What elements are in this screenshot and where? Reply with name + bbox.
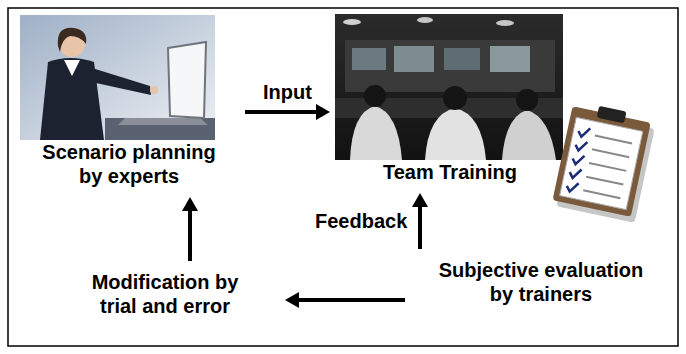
flow-arrow — [182, 197, 198, 261]
process-node: Subjective evaluation by trainers — [410, 254, 672, 310]
edge-label: Feedback — [312, 209, 410, 233]
clipboard-icon — [551, 100, 656, 222]
arrowhead — [316, 104, 330, 120]
arrow-shaft — [188, 209, 192, 261]
flow-arrow — [412, 193, 428, 249]
process-node: Team Training — [335, 14, 565, 188]
outer-frame — [8, 8, 678, 346]
node-label: Team Training — [383, 160, 517, 184]
node-label: Modification by trial and error — [81, 270, 249, 318]
node-label: Scenario planning by experts — [34, 140, 224, 188]
edge-label: Input — [260, 80, 315, 104]
process-node: Scenario planning by experts — [18, 14, 240, 192]
arrow-shaft — [245, 110, 318, 114]
arrow-shaft — [297, 298, 405, 302]
arrowhead — [285, 292, 299, 308]
training-photo — [335, 14, 563, 160]
arrowhead — [412, 193, 428, 207]
node-label: Subjective evaluation by trainers — [430, 258, 652, 306]
planner-illustration — [20, 15, 215, 140]
arrowhead — [182, 197, 198, 211]
flow-arrow — [245, 104, 330, 120]
process-node: Modification by trial and error — [50, 266, 280, 322]
arrow-shaft — [418, 205, 422, 249]
flow-arrow — [285, 292, 405, 308]
